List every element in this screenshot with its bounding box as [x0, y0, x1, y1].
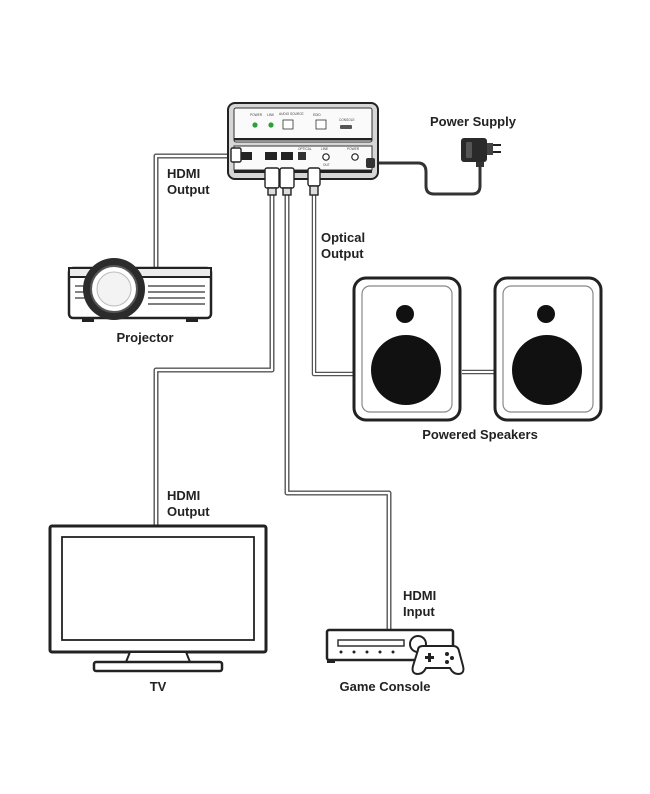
cables — [153, 153, 495, 630]
power-supply-icon — [461, 138, 501, 167]
out-port-label: OUT — [323, 163, 330, 167]
hdmi-console-port — [281, 152, 293, 160]
cable-optical — [311, 195, 354, 377]
optical-port-label: OPTICAL — [298, 147, 312, 151]
cable-hdmi-tv — [153, 195, 275, 526]
edid-switch — [315, 119, 327, 130]
hdmi-out-port — [240, 152, 252, 160]
cable-power — [372, 158, 482, 196]
edid-label: EDID — [313, 113, 321, 117]
device-top-panel — [233, 107, 373, 143]
projector-hdmi-output-label: HDMI Output — [167, 166, 210, 197]
power-port-label: POWER — [347, 147, 360, 151]
power-port — [351, 153, 359, 161]
audio-extractor-device: POWER LINK AUDIO SOURCE EDID CONSOLE OPT… — [227, 102, 379, 180]
projector-label: Projector — [116, 330, 174, 345]
console-button — [340, 125, 352, 129]
tv-label: TV — [149, 679, 167, 694]
projector-icon — [67, 258, 213, 322]
console-hdmi-input-label: HDMI Input — [403, 588, 437, 619]
audio-source-label: AUDIO SOURCE — [279, 112, 304, 116]
power-plug — [366, 158, 375, 168]
console-label: CONSOLE — [339, 118, 355, 122]
optical-port — [298, 152, 306, 160]
gamepad-icon — [411, 645, 465, 676]
powered-speakers-label: Powered Speakers — [422, 427, 538, 442]
line-port-label: LINE — [321, 147, 328, 151]
hdmi-in-port — [265, 152, 277, 160]
speaker-right-icon — [493, 276, 603, 422]
power-led — [252, 122, 258, 128]
power-led-label: POWER — [250, 113, 263, 117]
tv-hdmi-output-label: HDMI Output — [167, 488, 210, 519]
speaker-left-icon — [352, 276, 462, 422]
game-console-label: Game Console — [339, 679, 431, 694]
optical-output-label: Optical Output — [321, 230, 366, 261]
link-led — [268, 122, 274, 128]
power-supply-label: Power Supply — [430, 114, 516, 129]
audio-source-switch — [282, 119, 294, 130]
hdmi-connectors — [230, 147, 321, 196]
line-out-port — [322, 153, 330, 161]
link-led-label: LINK — [267, 113, 275, 117]
tv-icon — [48, 524, 268, 673]
